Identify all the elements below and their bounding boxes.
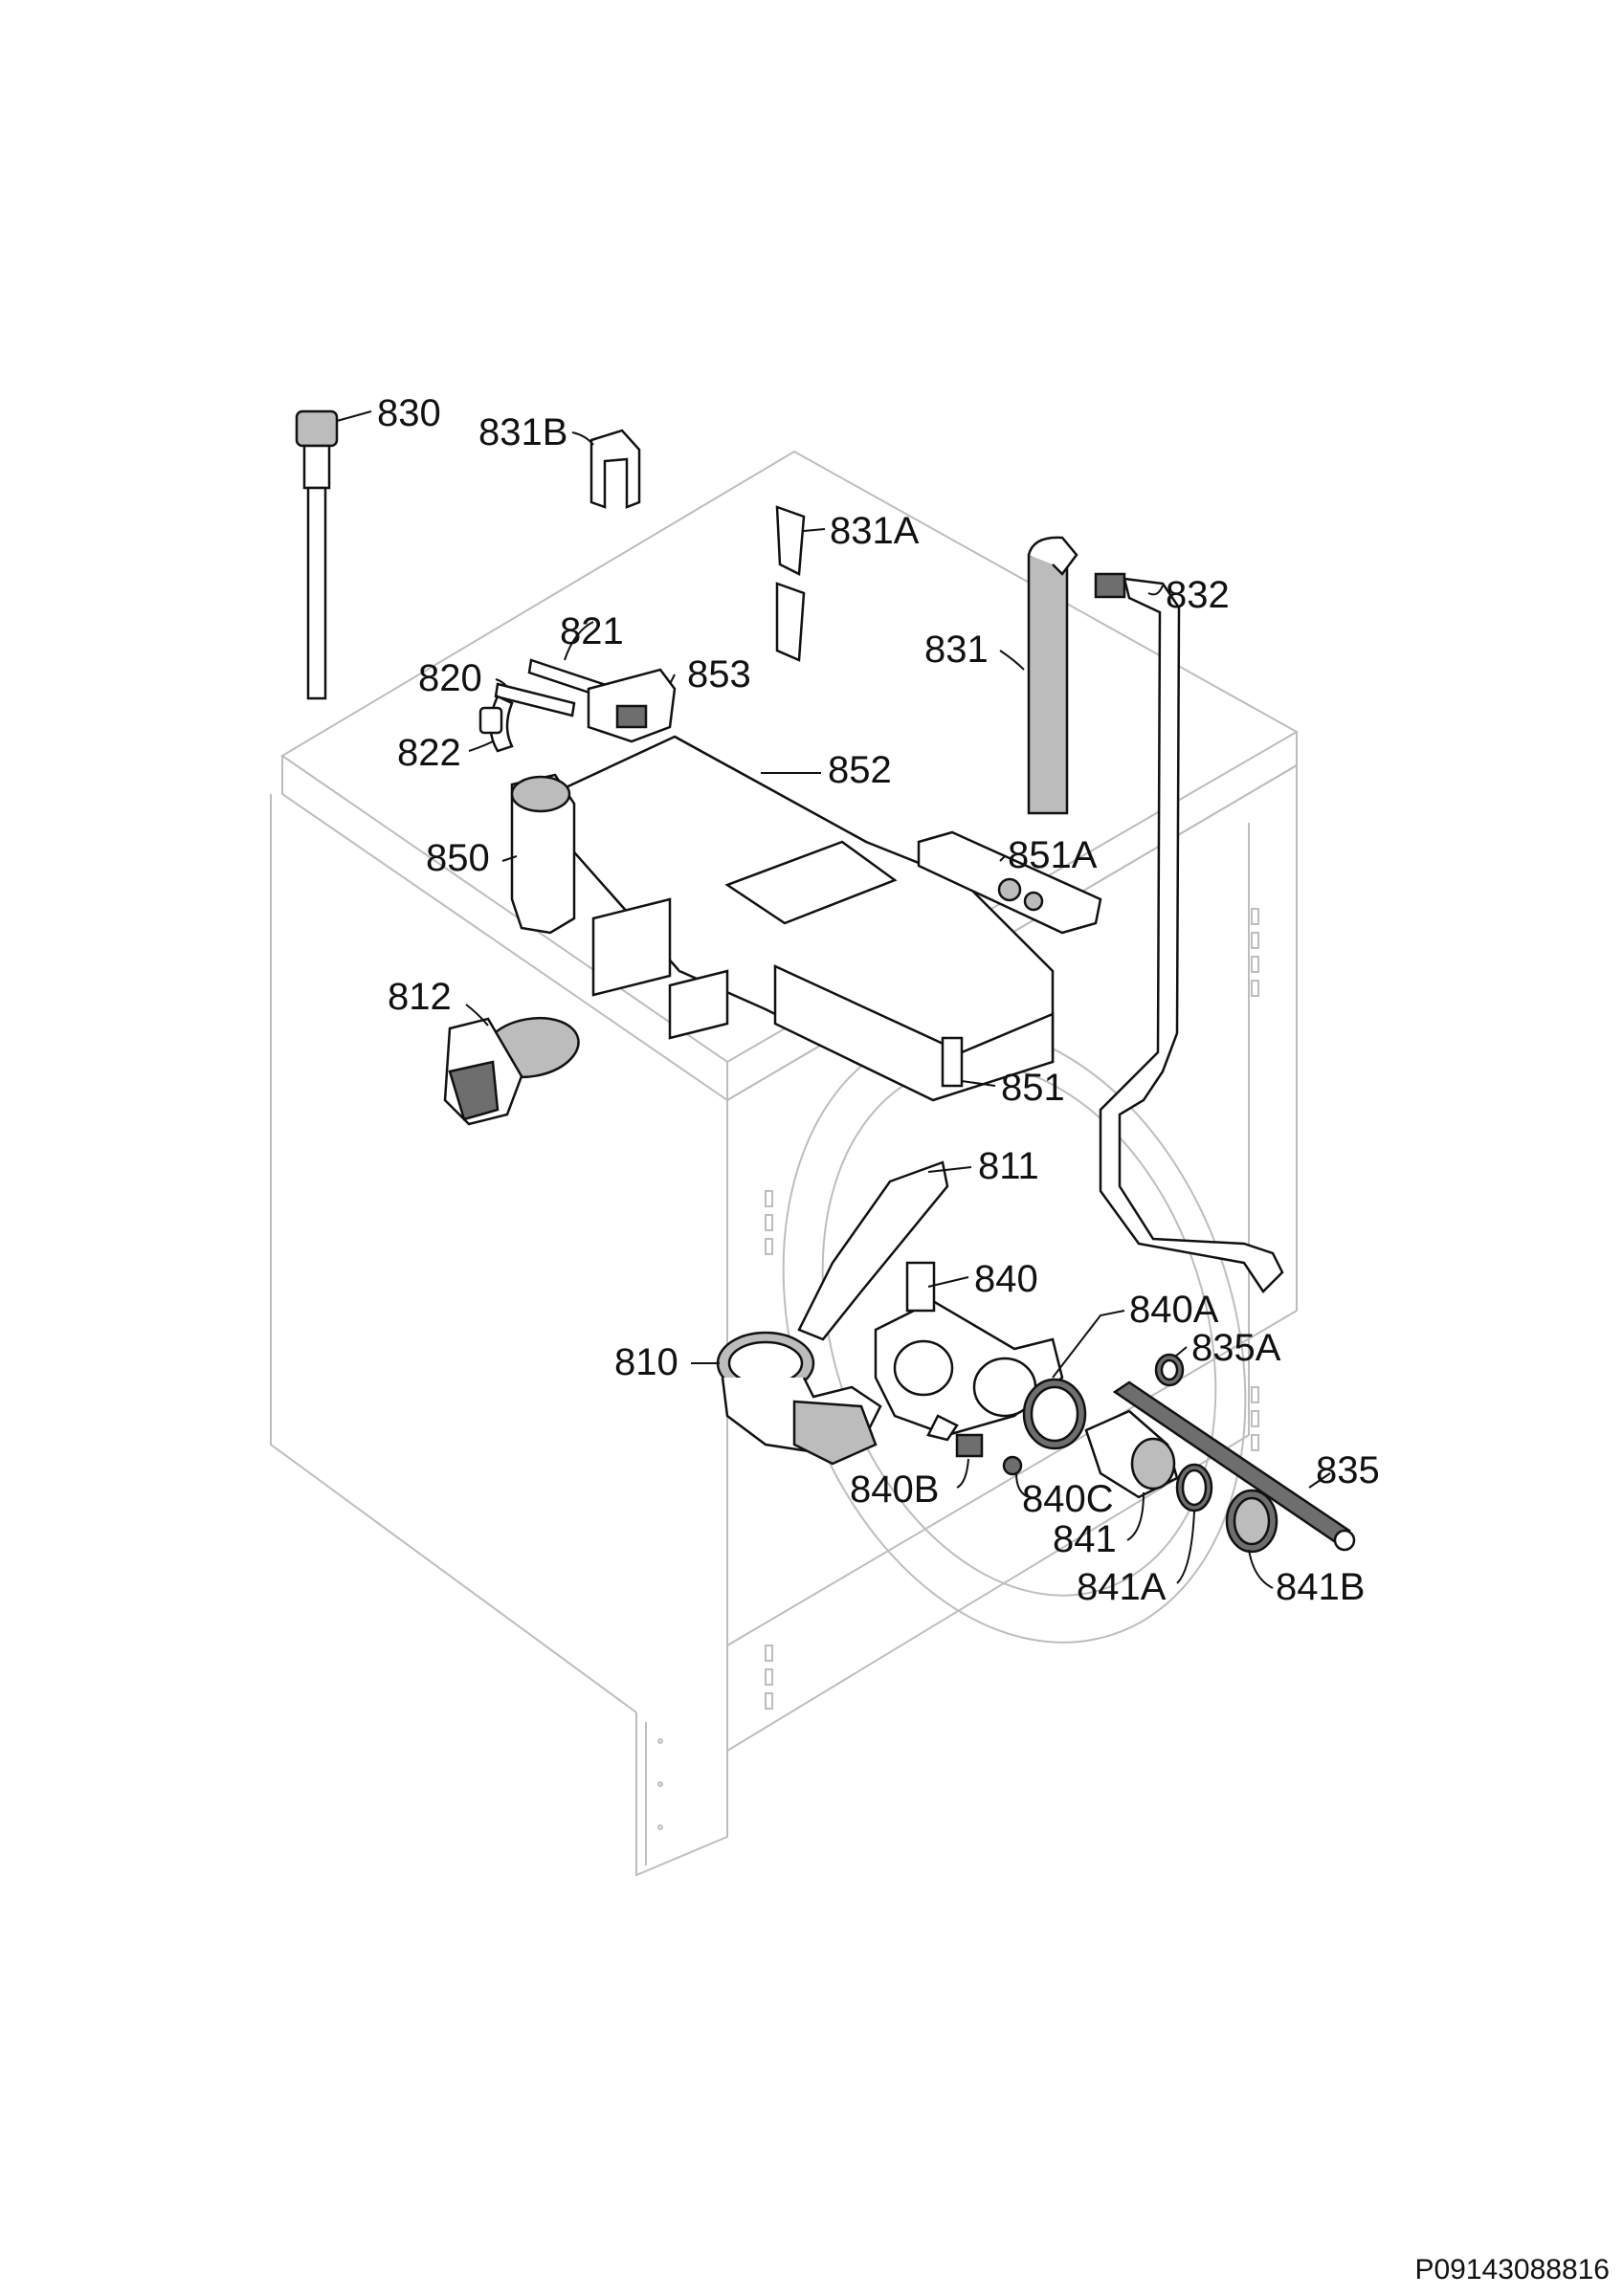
part-label-851a: 851A [1008, 834, 1098, 876]
seal-835a [1154, 1353, 1185, 1387]
hose-clip-831b [589, 429, 641, 509]
document-code: P09143088816 [1414, 2254, 1610, 2285]
part-label-840c: 840C [1022, 1478, 1114, 1520]
part-label-840b: 840B [850, 1468, 939, 1511]
part-label-810: 810 [614, 1341, 678, 1383]
outlet-pipe-832 [1094, 572, 1284, 1293]
part-label-821: 821 [560, 610, 624, 652]
part-label-820: 820 [418, 657, 482, 699]
seal-840a [1022, 1378, 1087, 1450]
part-label-840a: 840A [1129, 1289, 1219, 1331]
part-label-853: 853 [687, 653, 751, 695]
part-label-832: 832 [1166, 574, 1230, 616]
part-label-822: 822 [397, 732, 461, 774]
dispenser-chamber-850 [510, 773, 576, 935]
part-label-830: 830 [377, 392, 441, 434]
hose-set-820-821-822 [478, 658, 605, 753]
part-label-851: 851 [1001, 1067, 1065, 1109]
inlet-hose-830 [295, 409, 339, 700]
dispenser-housing-852 [528, 735, 1055, 1093]
part-label-831a: 831A [830, 510, 920, 552]
nut-840c [1002, 1455, 1023, 1476]
cap-841b [1225, 1489, 1278, 1554]
part-label-840: 840 [974, 1258, 1038, 1300]
part-label-841: 841 [1053, 1518, 1117, 1560]
part-label-841a: 841A [1077, 1566, 1167, 1608]
part-label-852: 852 [828, 749, 892, 791]
bellows-812 [443, 1016, 580, 1126]
valve-853 [587, 668, 677, 743]
drain-hose-831 [1027, 536, 1078, 815]
pump-housing-840 [874, 1261, 1064, 1442]
clip-840b [955, 1433, 984, 1458]
leader-lines [336, 410, 1331, 1589]
sump-hose-810 [716, 1331, 882, 1466]
part-label-835: 835 [1316, 1449, 1380, 1491]
part-label-831: 831 [924, 629, 989, 671]
dispenser-drawer-851 [773, 964, 1055, 1102]
hose-bracket-831a [775, 505, 806, 662]
part-label-812: 812 [388, 976, 452, 1018]
dispenser-lid-851a [917, 830, 1102, 935]
part-label-850: 850 [426, 837, 490, 879]
o-ring-841a [1175, 1463, 1213, 1512]
hose-811 [797, 1160, 949, 1341]
part-label-831b: 831B [478, 411, 567, 453]
drain-hose-835 [1112, 1380, 1356, 1552]
part-label-811: 811 [978, 1145, 1039, 1187]
filter-841 [1084, 1409, 1179, 1499]
part-label-841b: 841B [1276, 1566, 1365, 1608]
part-label-835a: 835A [1191, 1327, 1281, 1369]
part-labels: 830 831B 831A 832 831 821 820 853 822 85… [377, 392, 1380, 1608]
